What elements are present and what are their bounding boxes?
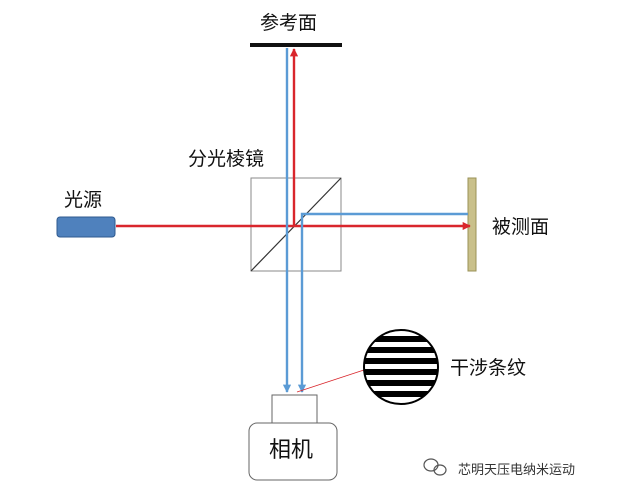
camera-lens [271,394,318,424]
fringes-label: 干涉条纹 [450,357,527,379]
fringe-leader-line [296,367,371,393]
light-source-label: 光源 [64,189,103,211]
reference-surface-label: 参考面 [260,12,318,34]
light-source-block [56,216,116,238]
test-surface-label: 被测面 [492,216,550,238]
wechat-icon [423,458,447,476]
reference-mirror [250,43,342,47]
test-surface-plate [467,177,477,272]
beam-splitter-diagonal [250,177,342,272]
blue-test-return-beam [297,212,468,393]
camera-label: 相机 [269,438,314,463]
watermark: 芯明天压电纳米运动 [440,459,575,478]
interference-fringes [363,329,439,405]
camera-body [248,422,338,481]
beam-splitter-label: 分光棱镜 [188,148,265,170]
beam-splitter-cube [250,177,342,272]
watermark-text: 芯明天压电纳米运动 [458,463,576,478]
